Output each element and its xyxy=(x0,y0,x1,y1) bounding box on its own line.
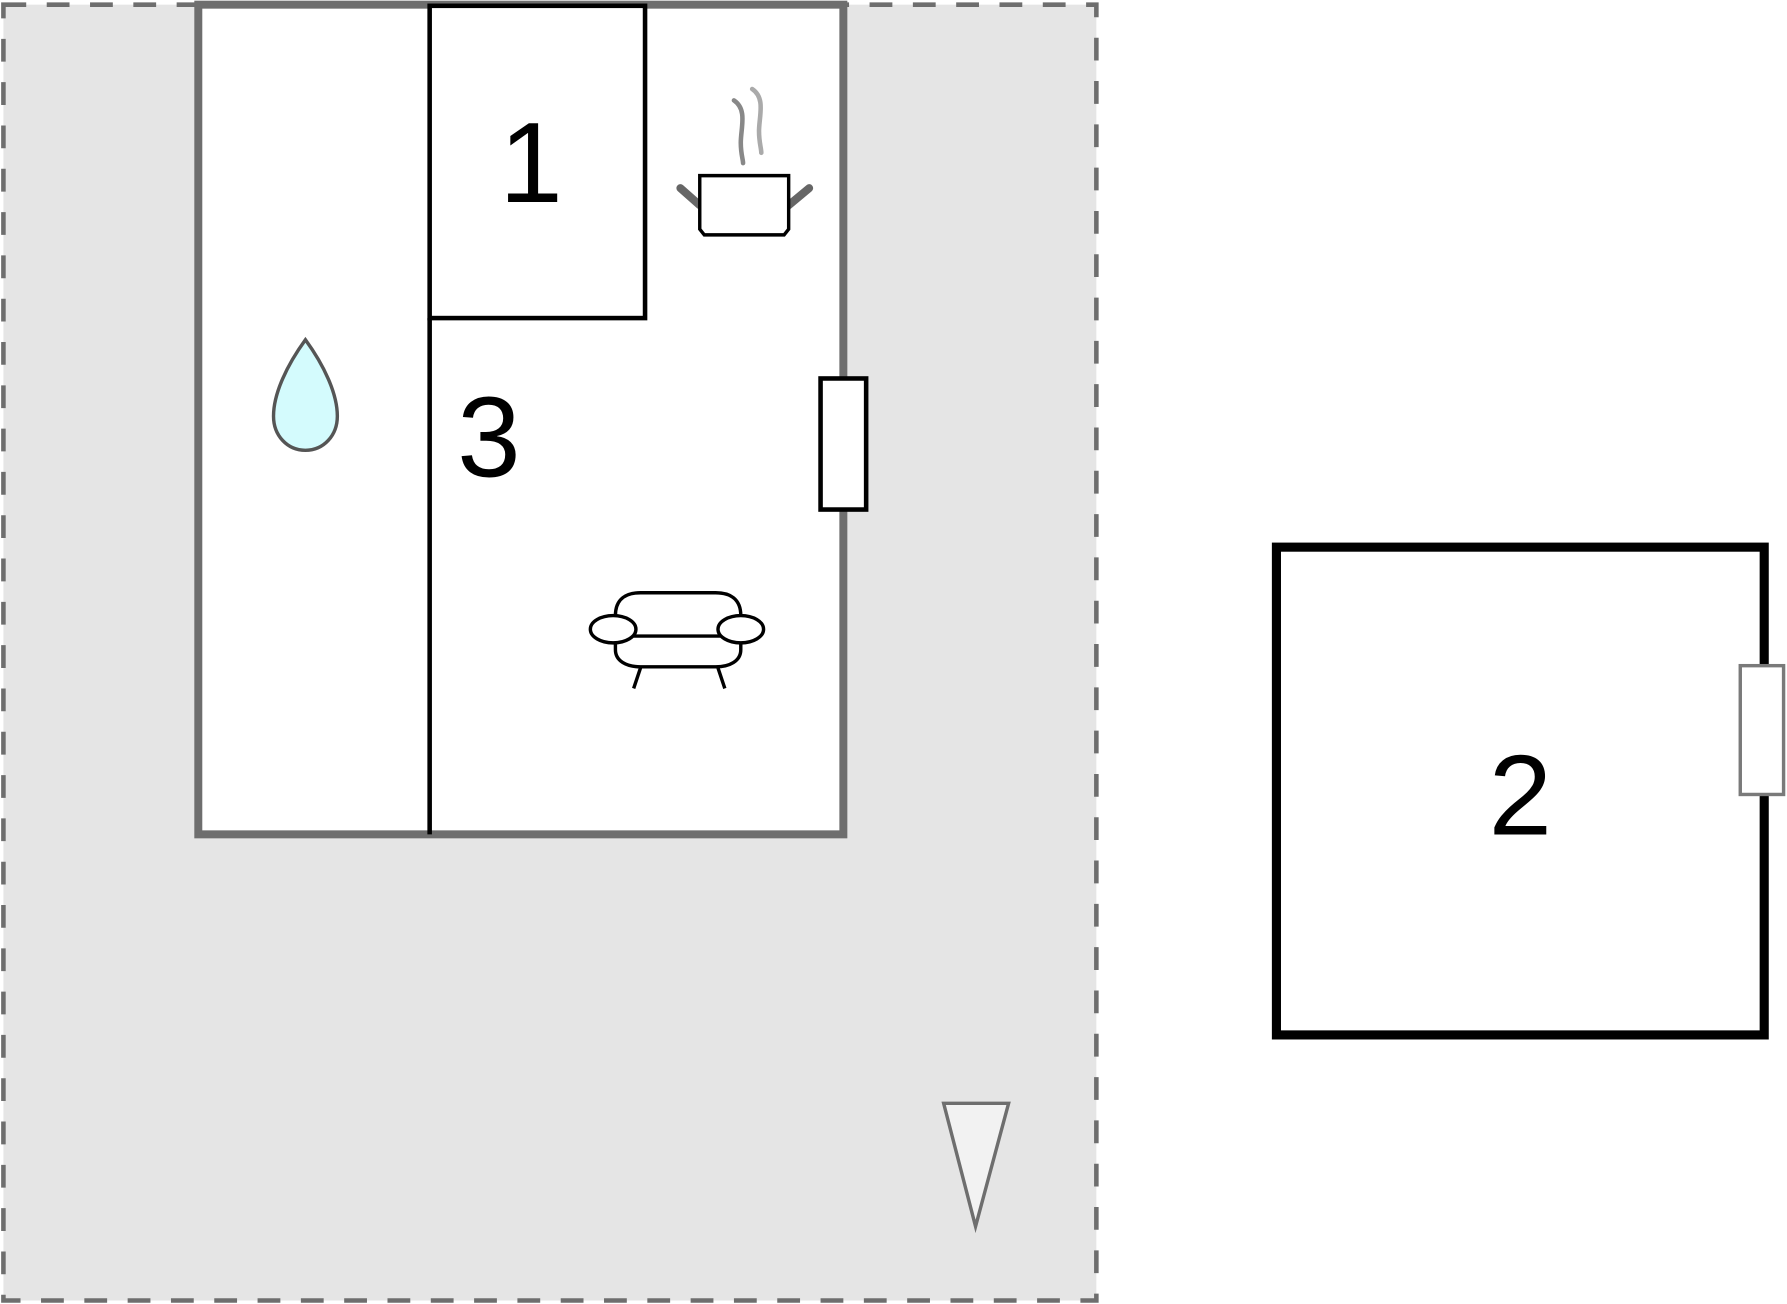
north-arrow-icon xyxy=(941,1101,1011,1234)
room-1[interactable] xyxy=(427,3,648,321)
main-building: 1 3 xyxy=(194,0,869,839)
water-drop-icon xyxy=(271,336,340,452)
annex-building: 2 xyxy=(1271,542,1786,1040)
room-2-label: 2 xyxy=(1489,732,1552,859)
room-2[interactable] xyxy=(1271,542,1769,1040)
sofa-icon xyxy=(588,591,766,690)
room-3-label: 3 xyxy=(457,374,520,501)
room-1-label: 1 xyxy=(499,100,562,227)
cooking-pot-icon xyxy=(676,86,814,237)
door-room-2[interactable] xyxy=(1738,663,1786,797)
door-main-building[interactable] xyxy=(818,376,869,512)
